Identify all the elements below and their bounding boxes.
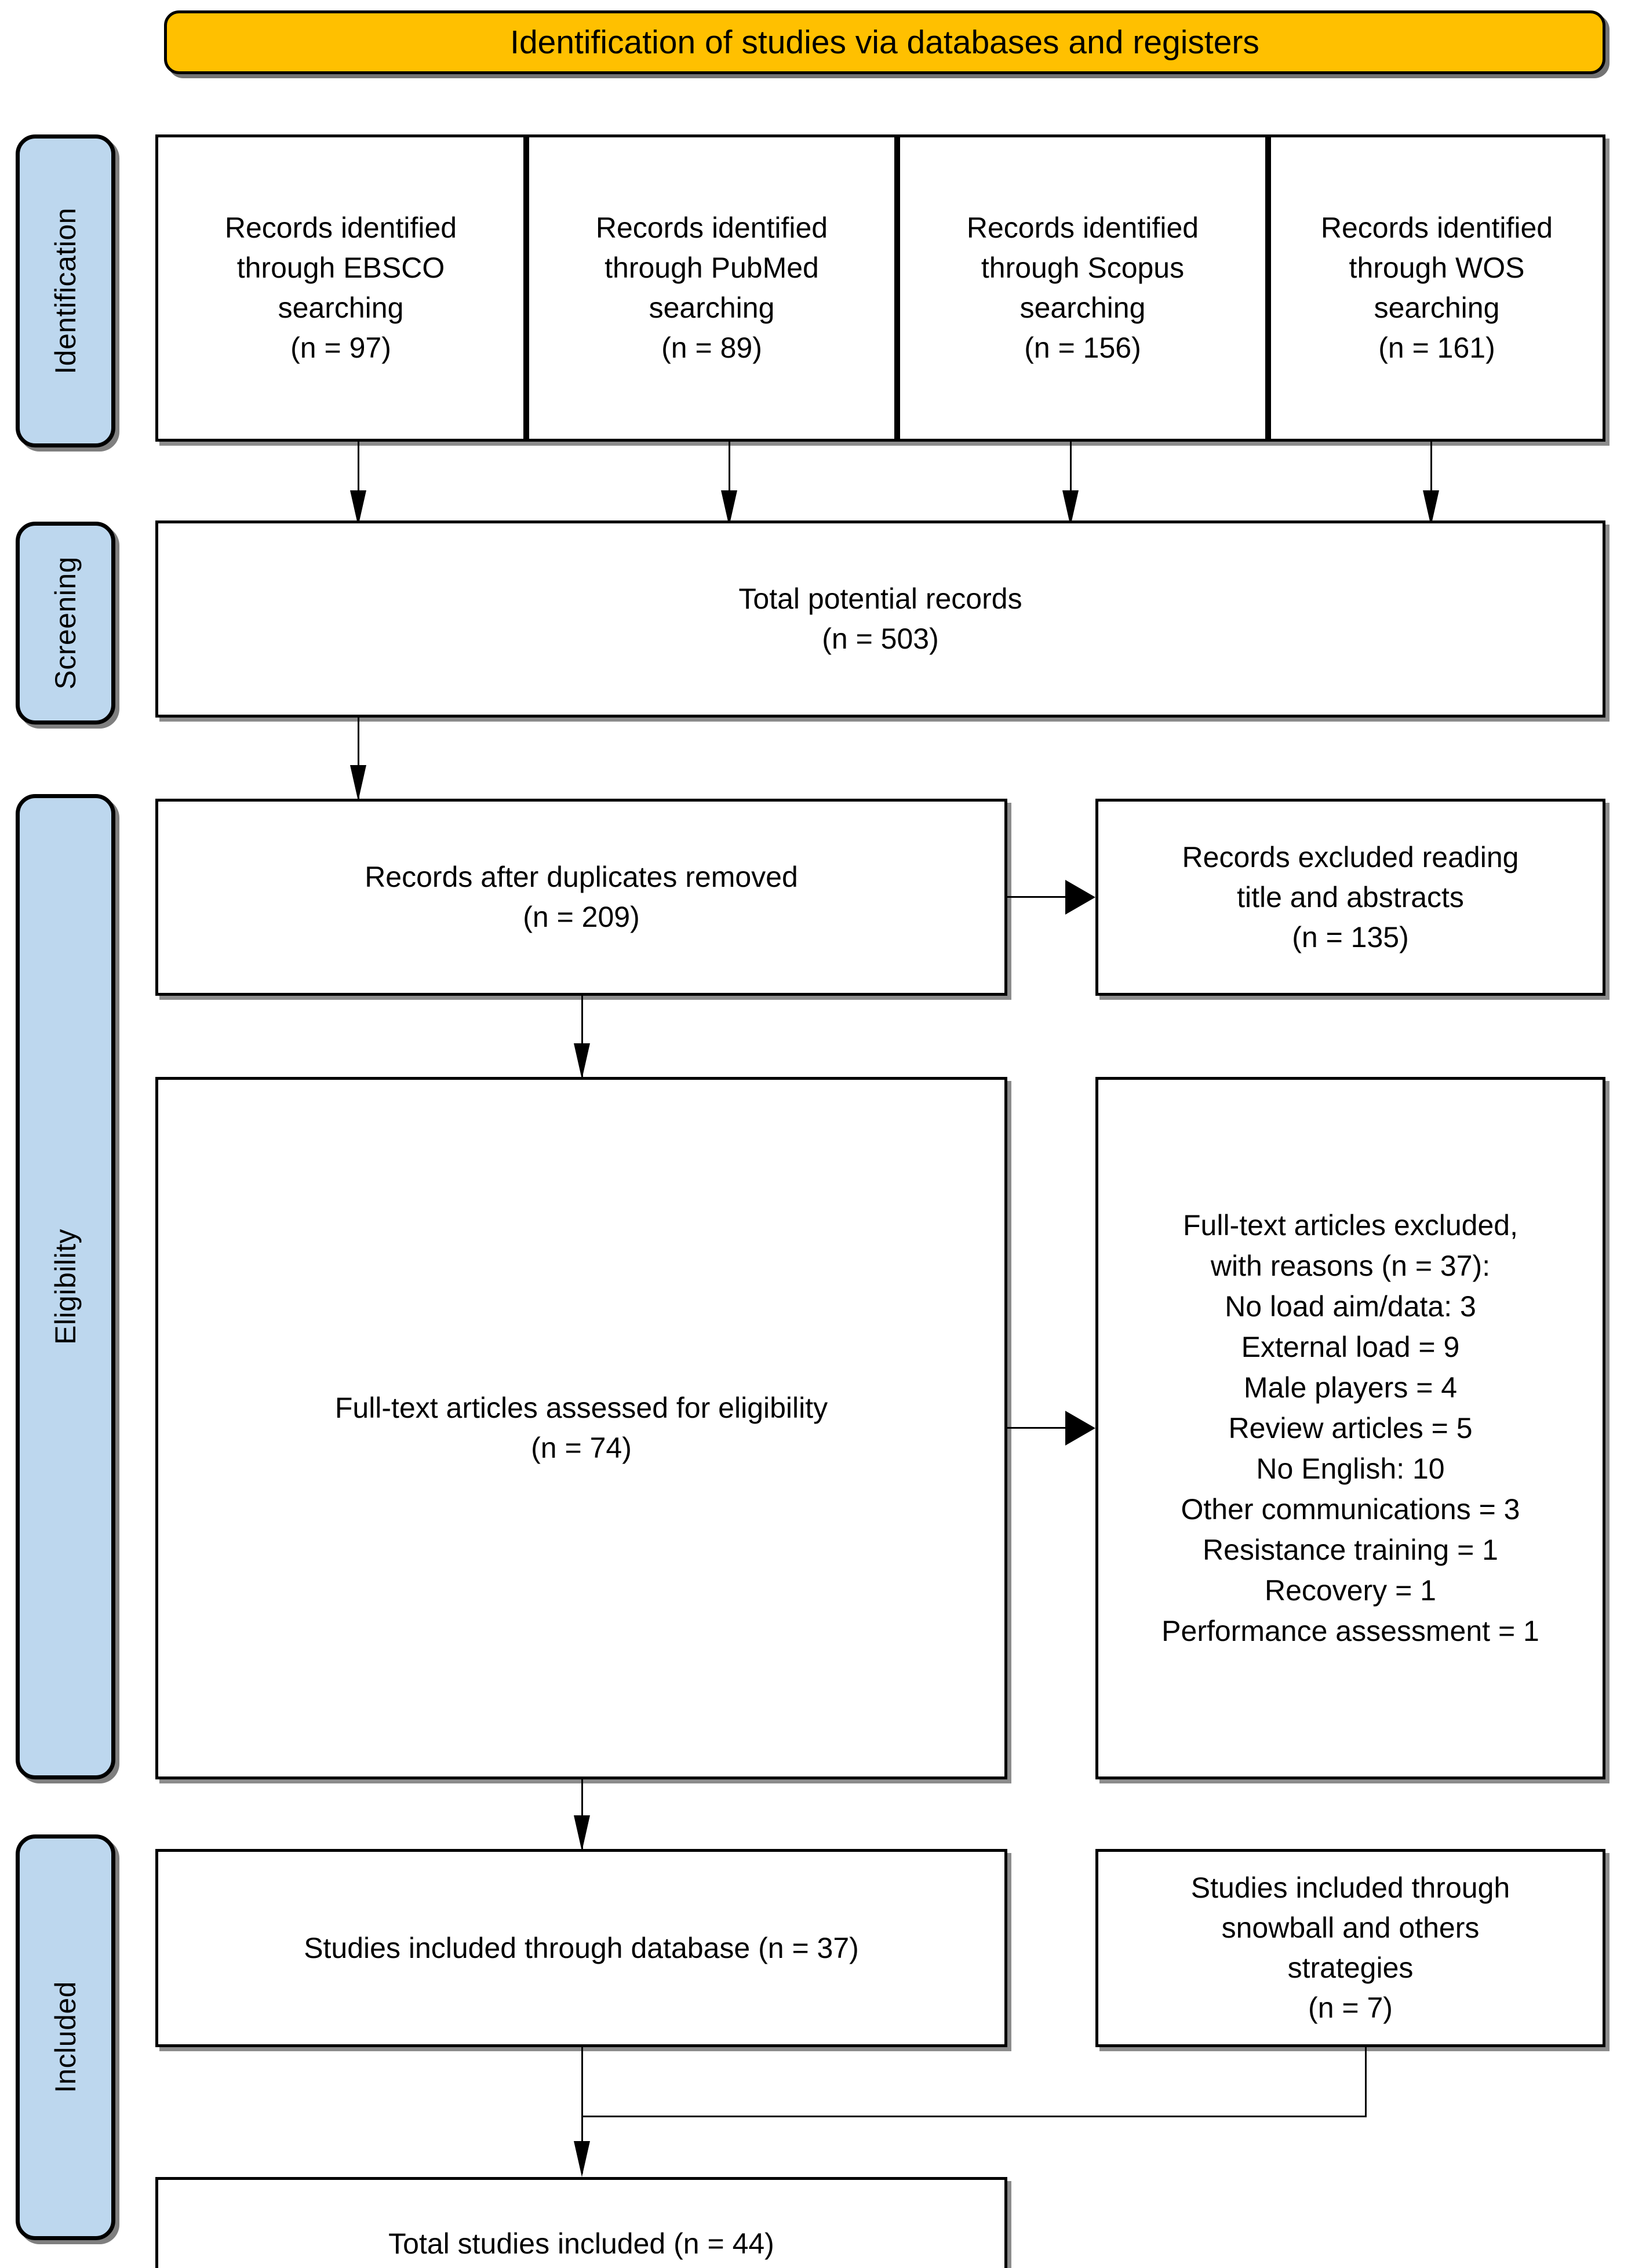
source-scopus-count: (n = 156) (1024, 332, 1141, 364)
source-box-ebsco: Records identified through EBSCO searchi… (155, 134, 526, 442)
source-wos-line1: Records identified (1320, 212, 1553, 244)
included-snowball-count: (n = 7) (1308, 1992, 1393, 2024)
total-potential-records-box: Total potential records (n = 503) (155, 520, 1605, 718)
source-ebsco-line2: through EBSCO (236, 252, 445, 284)
source-pubmed-line2: through PubMed (605, 252, 819, 284)
arrowhead-scopus-to-total (1062, 490, 1079, 526)
records-after-duplicates-box: Records after duplicates removed (n = 20… (155, 799, 1007, 996)
diagram-banner-title: Identification of studies via databases … (164, 10, 1605, 74)
included-snowball-line1: Studies included through (1190, 1872, 1510, 1904)
arrowhead-wos-to-total (1423, 490, 1439, 526)
excluded-reason-item: Performance assessment = 1 (1161, 1614, 1539, 1647)
source-wos-line3: searching (1374, 292, 1500, 324)
source-pubmed-count: (n = 89) (661, 332, 762, 364)
after-duplicates-line1: Records after duplicates removed (365, 861, 798, 893)
connector-wos-to-total (1430, 442, 1432, 520)
source-pubmed-line1: Records identified (595, 212, 828, 244)
excluded-titles-count: (n = 135) (1292, 920, 1409, 953)
connector-ebsco-to-total (358, 442, 359, 520)
arrowhead-pubmed-to-total (721, 490, 737, 526)
included-snowball-line2: snowball and others (1221, 1912, 1480, 1944)
connector-pubmed-to-total (729, 442, 730, 520)
connector-scopus-to-total (1070, 442, 1072, 520)
excluded-reason-item: No English: 10 (1256, 1452, 1445, 1485)
after-duplicates-count: (n = 209) (523, 901, 640, 933)
arrowhead-ebsco-to-total (350, 490, 366, 526)
connector-database-to-total-included (581, 2047, 583, 2174)
stage-tab-eligibility[interactable]: Eligibility (16, 794, 115, 1779)
total-records-count: (n = 503) (822, 622, 939, 655)
connector-assessed-to-excluded-reasons (1007, 1427, 1088, 1429)
connector-snowball-down (1365, 2047, 1367, 2117)
assessed-count: (n = 74) (531, 1432, 632, 1464)
connector-duplicates-to-excluded (1007, 896, 1088, 898)
arrowhead-total-to-duplicates (350, 765, 366, 801)
arrowhead-assessed-to-excluded-reasons (1065, 1411, 1095, 1446)
source-box-scopus: Records identified through Scopus search… (897, 134, 1268, 442)
stage-tab-screening-label: Screening (49, 556, 82, 690)
source-scopus-line2: through Scopus (981, 252, 1185, 284)
studies-included-snowball-box: Studies included through snowball and ot… (1095, 1849, 1605, 2047)
stage-tab-screening[interactable]: Screening (16, 522, 115, 725)
source-wos-count: (n = 161) (1378, 332, 1495, 364)
connector-total-to-duplicates (358, 718, 359, 799)
total-records-line1: Total potential records (738, 583, 1022, 615)
stage-tab-included[interactable]: Included (16, 1834, 115, 2240)
total-included-line1: Total studies included (n = 44) (388, 2227, 774, 2260)
source-box-wos: Records identified through WOS searching… (1268, 134, 1605, 442)
excluded-reason-item: No load aim/data: 3 (1225, 1290, 1476, 1323)
excluded-reason-item: External load = 9 (1241, 1330, 1460, 1363)
included-database-line1: Studies included through database (n = 3… (304, 1931, 859, 1964)
excluded-reason-item: Recovery = 1 (1265, 1574, 1436, 1607)
source-wos-line2: through WOS (1349, 252, 1525, 284)
arrowhead-merge-to-total-included (574, 2141, 590, 2177)
connector-duplicates-to-assessed (581, 996, 583, 1077)
source-scopus-line3: searching (1019, 292, 1146, 324)
stage-tab-identification-label: Identification (49, 207, 82, 374)
excluded-reason-item: Resistance training = 1 (1202, 1533, 1498, 1566)
source-ebsco-line3: searching (278, 292, 404, 324)
excluded-titles-line1: Records excluded reading (1182, 840, 1519, 873)
stage-tab-included-label: Included (49, 1981, 82, 2094)
fulltext-excluded-reasons-box: Full-text articles excluded, with reason… (1095, 1077, 1605, 1779)
arrowhead-duplicates-to-excluded (1065, 880, 1095, 915)
banner-label: Identification of studies via databases … (510, 23, 1259, 61)
stage-tab-identification[interactable]: Identification (16, 134, 115, 447)
connector-merge-horizontal (581, 2116, 1367, 2117)
studies-included-database-box: Studies included through database (n = 3… (155, 1849, 1007, 2047)
excluded-reason-item: Other communications = 3 (1181, 1492, 1520, 1526)
excluded-reasons-heading2: with reasons (n = 37): (1210, 1249, 1491, 1282)
connector-assessed-to-included-database (581, 1779, 583, 1849)
excluded-reasons-heading1: Full-text articles excluded, (1182, 1208, 1518, 1242)
included-snowball-line3: strategies (1287, 1952, 1414, 1984)
source-ebsco-line1: Records identified (224, 212, 457, 244)
arrowhead-duplicates-to-assessed (574, 1043, 590, 1079)
excluded-reason-item: Review articles = 5 (1228, 1411, 1473, 1444)
source-ebsco-count: (n = 97) (290, 332, 391, 364)
stage-tab-eligibility-label: Eligibility (49, 1228, 82, 1345)
arrowhead-assessed-to-included-database (574, 1815, 590, 1851)
excluded-reason-item: Male players = 4 (1243, 1371, 1458, 1404)
assessed-line1: Full-text articles assessed for eligibil… (334, 1392, 828, 1424)
total-studies-included-box: Total studies included (n = 44) (155, 2177, 1007, 2268)
records-excluded-titles-box: Records excluded reading title and abstr… (1095, 799, 1605, 996)
fulltext-assessed-box: Full-text articles assessed for eligibil… (155, 1077, 1007, 1779)
source-pubmed-line3: searching (649, 292, 775, 324)
source-scopus-line1: Records identified (966, 212, 1199, 244)
source-box-pubmed: Records identified through PubMed search… (526, 134, 897, 442)
excluded-titles-line2: title and abstracts (1237, 880, 1464, 913)
